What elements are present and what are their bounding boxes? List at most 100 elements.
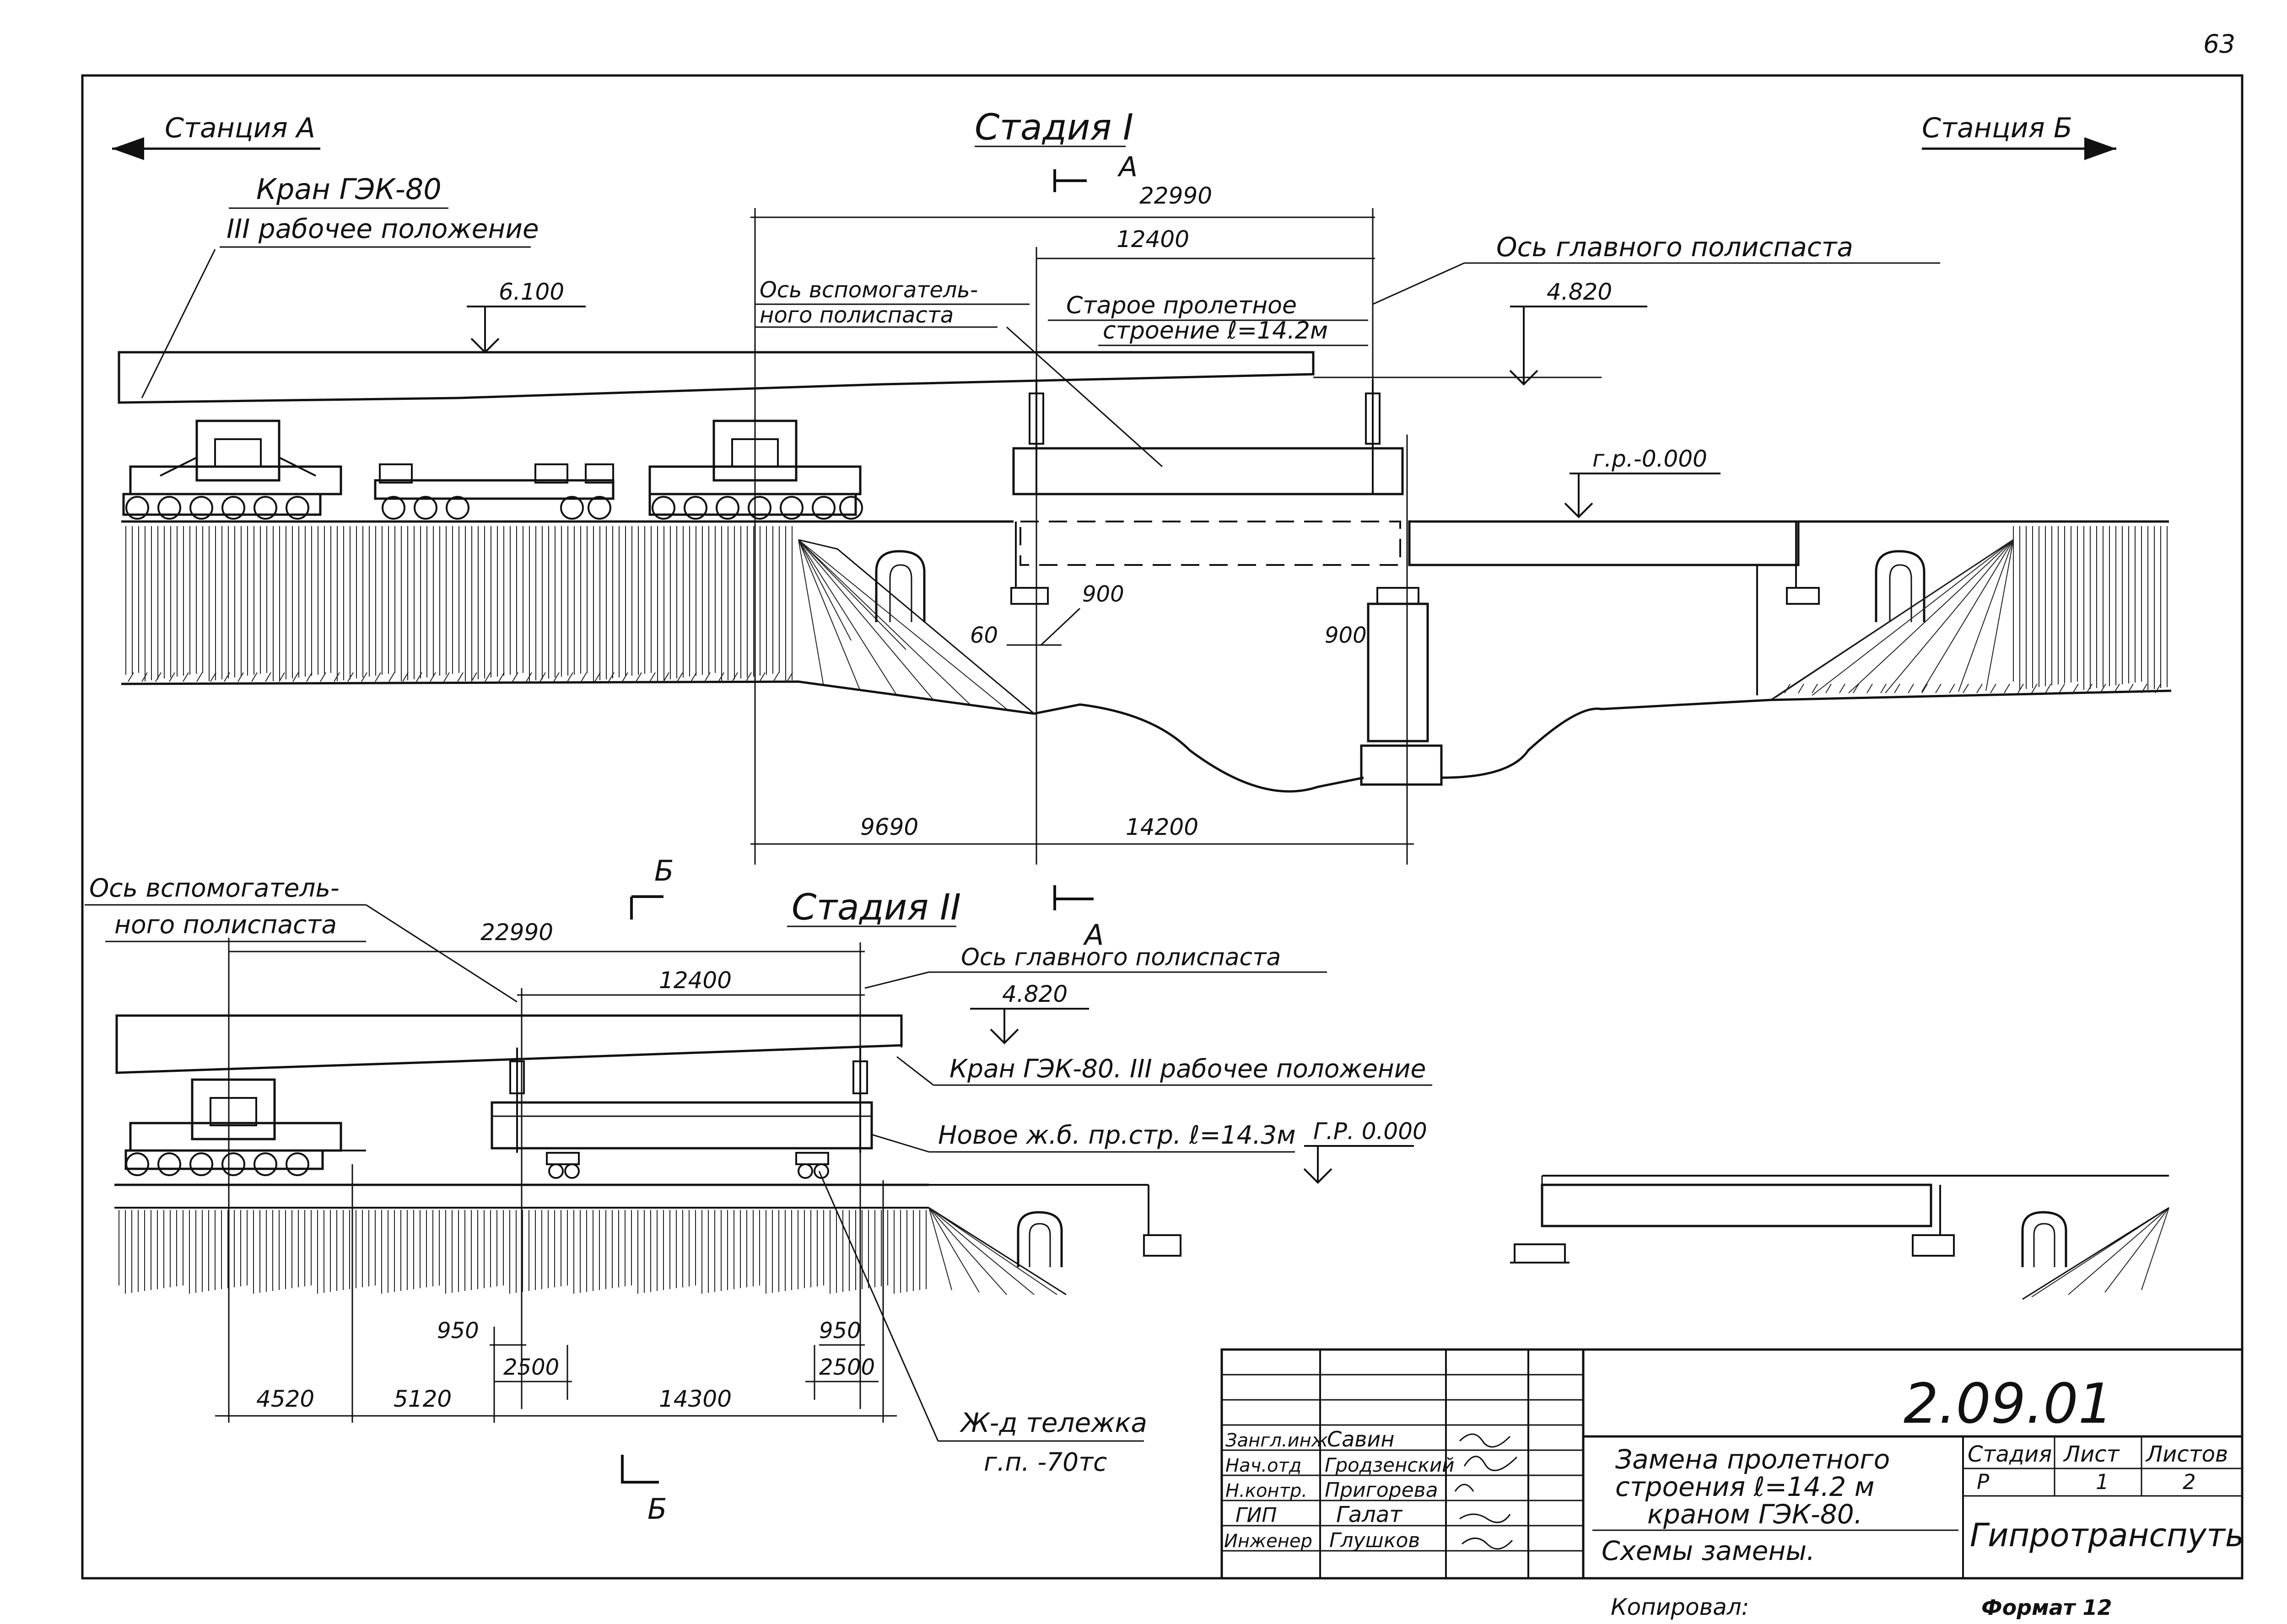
dim-9690-stage1: 9690 [860, 814, 918, 840]
crane-unit-left [122, 419, 342, 516]
bearing-right-stage1 [1786, 587, 1820, 605]
title-line1: Замена пролетного [1615, 1444, 1890, 1475]
bearing-right-stage2 [1912, 1234, 1955, 1257]
main-axis-stage2: Ось главного полиспаста [961, 944, 1281, 971]
section-a-top-mark [1053, 169, 1087, 192]
title-line3: краном ГЭК-80. [1647, 1499, 1862, 1530]
bearing-left-stage1 [1010, 587, 1049, 605]
level-4820-stage1: 4.820 [1547, 279, 1612, 305]
level-6100: 6.100 [499, 279, 564, 305]
embankment-right-hatch [2013, 526, 2168, 690]
sig-role-1: Зангл.инж [1225, 1430, 1328, 1451]
dim-14300-stage2: 14300 [659, 1386, 732, 1412]
crane-position-label: III рабочее положение [227, 213, 539, 244]
col-stage-header: Стадия [1968, 1441, 2052, 1467]
main-axis-stage1: Ось главного полиспаста [1496, 231, 1853, 263]
level-4820-stage2: 4.820 [1002, 981, 1068, 1007]
rail-level-stage2: Г.Р. 0.000 [1313, 1118, 1427, 1145]
dim-22990-stage1: 22990 [1139, 183, 1212, 209]
cone-fan-left [798, 539, 1007, 710]
page-number: 63 [2203, 29, 2235, 59]
stage-2: Стадия II Ось вспомогатель- ного полиспа… [85, 873, 2169, 1526]
embankment-left-hatch [125, 526, 793, 681]
dim-4520-stage2: 4520 [256, 1386, 314, 1412]
new-span-label: Новое ж.б. пр.стр. ℓ=14.3м [938, 1120, 1296, 1150]
span-right-stage1 [1408, 520, 1800, 566]
dim-950b-stage2: 950 [819, 1318, 861, 1344]
old-span-line1: Старое пролетное [1066, 292, 1297, 319]
val-sheets: 2 [2183, 1470, 2196, 1494]
subtitle: Схемы замены. [1602, 1535, 1815, 1566]
section-a-bottom-mark [1053, 885, 1094, 910]
trolley-label-line1: Ж-д тележка [960, 1407, 1147, 1438]
section-b-bottom-label: Б [647, 1492, 667, 1526]
dim-22990-stage2: 22990 [480, 919, 553, 946]
aux-axis-line2-stage1: ного полиспаста [760, 302, 954, 328]
pier-cap-stage2 [1514, 1243, 1566, 1264]
old-span-line2: строение ℓ=14.2м [1103, 317, 1328, 344]
sig-role-3: Н.контр. [1225, 1480, 1307, 1501]
organization: Гипротранспуть [1970, 1516, 2244, 1554]
section-b-top-mark [630, 895, 663, 920]
dim-950a-stage2: 950 [437, 1318, 479, 1344]
arch-left-stage1 [875, 550, 926, 622]
span-right-stage2 [1541, 1183, 1932, 1227]
dim-900b-stage1: 900 [1325, 623, 1367, 648]
dim-12400-stage2: 12400 [659, 967, 732, 994]
ground-texture-stage1 [128, 672, 2161, 694]
stage-1-title: Стадия I [975, 107, 1133, 148]
stage-1: Станция А Станция Б Стадия I А Кран ГЭК-… [112, 107, 2172, 952]
rail-trolleys [546, 1152, 829, 1179]
dim-60-stage1: 60 [970, 623, 998, 648]
trolley-label-line2: г.п. -70тс [984, 1447, 1107, 1477]
sig-name-3: Пригорева [1325, 1479, 1438, 1502]
dim-12400-stage1: 12400 [1117, 226, 1189, 253]
title-block: 2.09.01 Замена пролетного строения ℓ=14.… [1220, 1348, 2244, 1580]
aux-axis-line1-stage2: Ось вспомогатель- [89, 873, 340, 903]
new-span-structure [491, 1048, 873, 1153]
embankment-left [121, 525, 798, 685]
pier-middle-stage1 [1360, 587, 1443, 786]
embankment-left-hatch-stage2 [119, 1210, 927, 1294]
sig-name-5: Глушков [1329, 1529, 1420, 1552]
dim-2500a-stage2: 2500 [503, 1355, 559, 1380]
crane-boom-stage2 [115, 1014, 903, 1074]
section-a-bottom-label: А [1083, 918, 1104, 952]
arch-right-stage1 [1875, 550, 1926, 622]
val-sheet: 1 [2096, 1470, 2109, 1494]
doc-number: 2.09.01 [1904, 1372, 2113, 1436]
crane-label-stage2: Кран ГЭК-80. III рабочее положение [949, 1054, 1426, 1083]
dim-5120-stage2: 5120 [394, 1386, 452, 1412]
format-label: Формат 12 [1981, 1595, 2112, 1620]
dim-900a-stage1: 900 [1082, 581, 1124, 607]
aux-axis-line1-stage1: Ось вспомогатель- [760, 277, 978, 303]
dim-2500b-stage2: 2500 [819, 1355, 875, 1380]
sig-name-4: Галат [1336, 1502, 1403, 1527]
wheels-stage2 [125, 1152, 309, 1176]
rail-level-stage1: г.р.-0.000 [1592, 446, 1707, 472]
sig-role-4: ГИП [1235, 1504, 1277, 1527]
sig-role-2: Нач.отд [1225, 1455, 1301, 1476]
drawing-frame [81, 74, 2244, 1580]
val-stage: Р [1977, 1470, 1990, 1494]
wheels-stage1 [125, 496, 863, 520]
station-a-label: Станция А [165, 112, 315, 144]
stage-2-title: Стадия II [792, 887, 961, 928]
span-dashed-position [1019, 521, 1401, 566]
section-b-top-label: Б [654, 854, 674, 887]
col-sheets-header: Листов [2145, 1441, 2228, 1467]
dim-14200-stage1: 14200 [1126, 814, 1198, 840]
aux-axis-line2-stage2: ного полиспаста [114, 910, 337, 939]
wagon-middle [374, 463, 615, 500]
cone-fan-left-stage2 [928, 1207, 1057, 1295]
signature-scribbles [1454, 1433, 1518, 1550]
sig-name-1: Савин [1327, 1427, 1394, 1452]
copied-by-label: Копировал: [1611, 1594, 1749, 1620]
sig-name-2: Гродзенский [1325, 1454, 1454, 1476]
section-b-bottom-mark [621, 1455, 659, 1484]
arch-left-stage2 [1017, 1211, 1063, 1267]
old-span-structure [1012, 447, 1404, 495]
ground-line-stage1 [121, 680, 2172, 793]
station-b-label: Станция Б [1922, 112, 2072, 144]
